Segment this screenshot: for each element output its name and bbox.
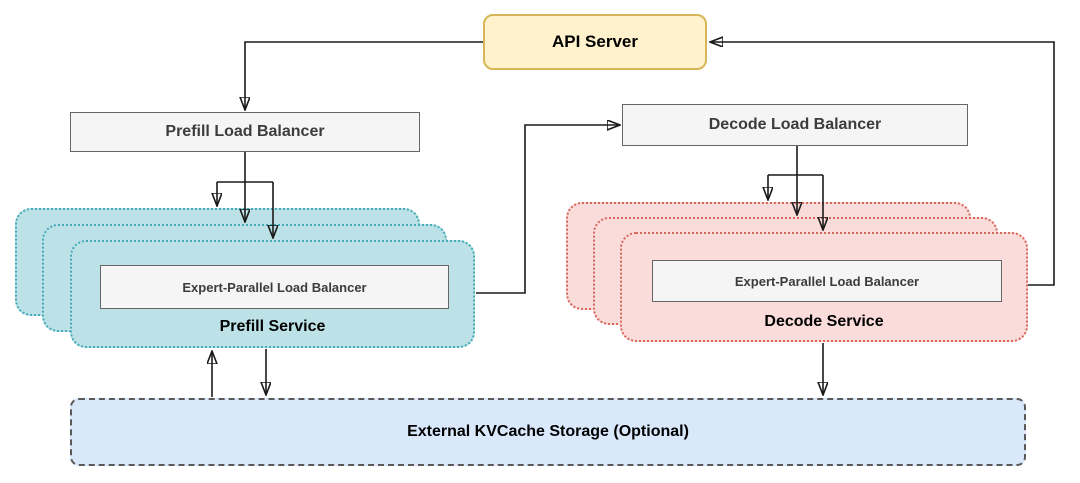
decode-expert-parallel-load-balancer-box: Expert-Parallel Load Balancer [652,260,1002,302]
decode-service-label: Decode Service [764,313,884,330]
prefill-load-balancer-box: Prefill Load Balancer [70,112,420,152]
decode-service-box: Expert-Parallel Load Balancer Decode Ser… [620,232,1028,342]
api-server-label: API Server [552,32,638,51]
external-kvcache-storage-box: External KVCache Storage (Optional) [70,398,1026,466]
external-kvcache-storage-label: External KVCache Storage (Optional) [407,423,689,440]
arrow-api-to-prefill-lb [245,41,483,109]
prefill-expert-parallel-load-balancer-label: Expert-Parallel Load Balancer [182,279,367,295]
decode-load-balancer-label: Decode Load Balancer [708,116,882,133]
prefill-service-label: Prefill Service [219,318,326,335]
decode-expert-parallel-load-balancer-label: Expert-Parallel Load Balancer [734,273,920,289]
decode-load-balancer-box: Decode Load Balancer [622,104,968,146]
prefill-expert-parallel-load-balancer-box: Expert-Parallel Load Balancer [100,265,449,309]
prefill-service-box: Expert-Parallel Load Balancer Prefill Se… [70,240,475,348]
api-server-box: API Server [483,14,707,70]
prefill-load-balancer-label: Prefill Load Balancer [165,123,325,140]
